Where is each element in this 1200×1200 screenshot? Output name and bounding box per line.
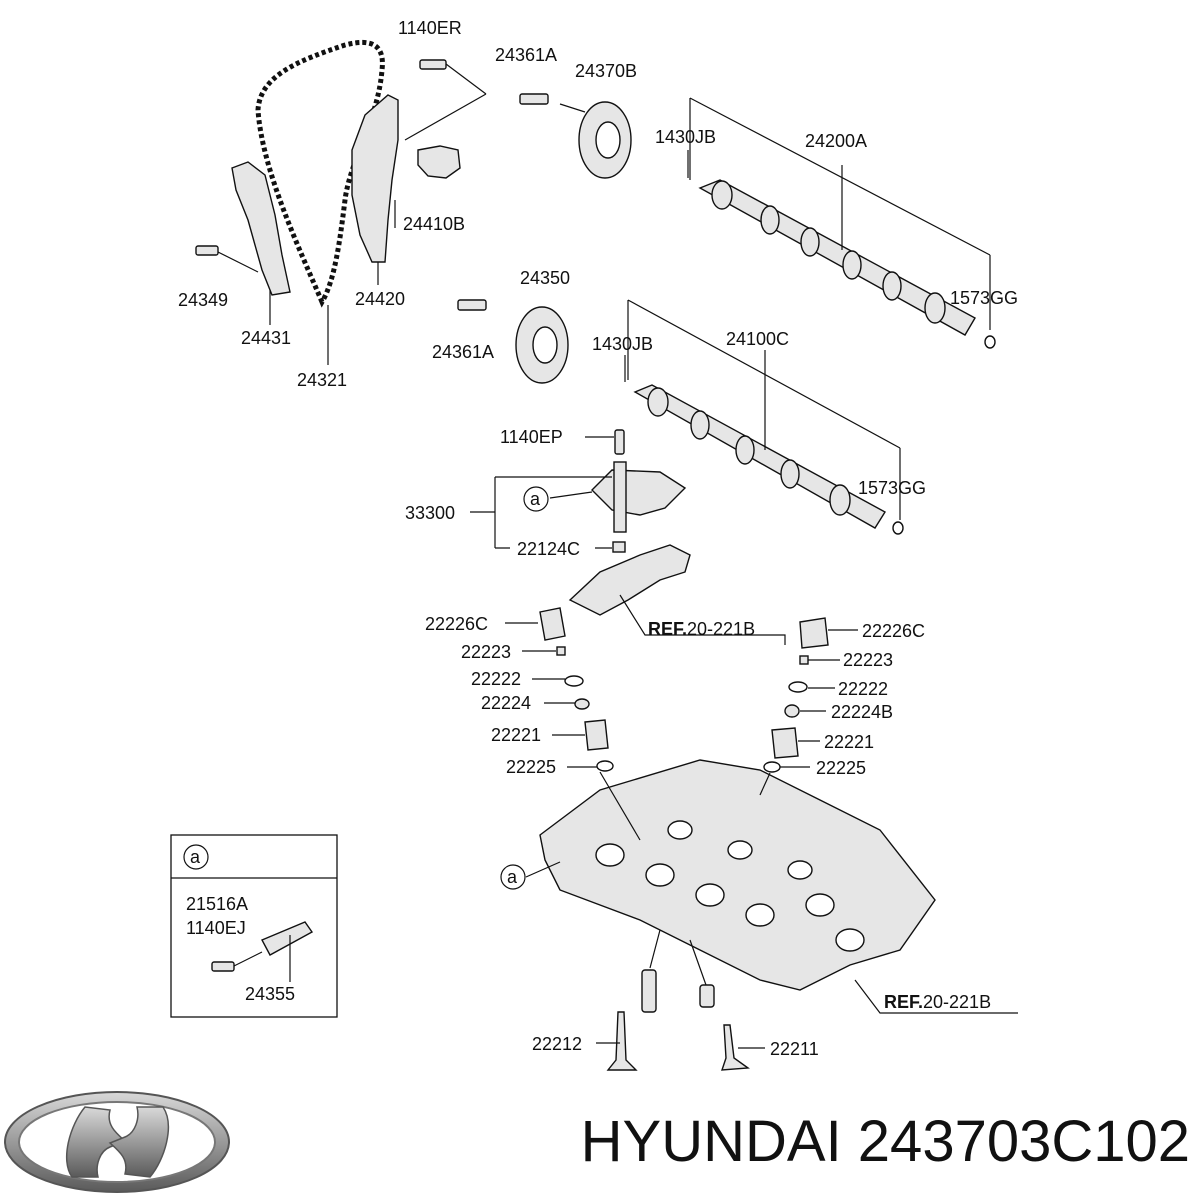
bolt-24361A-mid: [457, 299, 487, 311]
ref-bold-1: REF.: [648, 619, 687, 639]
marker-a-bracket: [523, 486, 549, 512]
label-22222-left: 22222: [471, 669, 521, 689]
label-24349: 24349: [178, 290, 228, 310]
valve-22211: [721, 1024, 750, 1071]
label-22225-left: 22225: [506, 757, 556, 777]
timing-chain-assembly: [195, 39, 487, 365]
label-22224: 22224: [481, 693, 531, 713]
label-24420: 24420: [355, 289, 405, 309]
label-1430JB-mid: 1430JB: [592, 334, 653, 354]
label-22226C-left: 22226C: [425, 614, 488, 634]
label-22124C: 22124C: [517, 539, 580, 559]
label-24410B: 24410B: [403, 214, 465, 234]
hyundai-logo: [4, 1091, 230, 1193]
chain-guide-24420: [351, 94, 399, 263]
spring-22221-right: [771, 727, 799, 759]
valves: [596, 929, 765, 1071]
part-labels: 1140ER 24361A 24370B 1430JB 24200A 24410…: [178, 18, 1018, 1059]
inset-a: a 21516A 1140EJ 24355: [170, 834, 338, 1018]
label-22221-left: 22221: [491, 725, 541, 745]
label-24350: 24350: [520, 268, 570, 288]
bolt-24349: [195, 245, 219, 256]
label-24361A-top: 24361A: [495, 45, 557, 65]
label-22223-left: 22223: [461, 642, 511, 662]
label-1140EP: 1140EP: [500, 427, 563, 447]
cylinder-head: [500, 759, 1018, 1014]
timing-chain: [255, 39, 385, 308]
intake-camshaft-assembly: [457, 299, 904, 535]
label-33300: 33300: [405, 503, 455, 523]
label-ref-1: REF.20-221B: [648, 619, 755, 639]
inset-marker: a: [190, 847, 201, 867]
ref-rest-1: 20-221B: [687, 619, 755, 639]
label-22223-right: 22223: [843, 650, 893, 670]
cam-bracket-assembly: [470, 429, 786, 645]
ref-rest-2: 20-221B: [923, 992, 991, 1012]
label-24431: 24431: [241, 328, 291, 348]
chain-tensioner-arm-24431: [231, 161, 291, 296]
label-marker-a-head: a: [507, 867, 518, 887]
spring-22221-left: [584, 719, 609, 751]
label-ref-2: REF.20-221B: [884, 992, 991, 1012]
label-22225-right: 22225: [816, 758, 866, 778]
inset-label-24355: 24355: [245, 984, 295, 1004]
ref-bold-2: REF.: [884, 992, 923, 1012]
inset-marker-circle: [183, 844, 209, 870]
bolt-1140ER: [419, 59, 447, 70]
label-22224B: 22224B: [831, 702, 893, 722]
seal-1573GG-mid: [892, 521, 904, 535]
label-24321: 24321: [297, 370, 347, 390]
valve-train-left: [505, 607, 614, 772]
valve-22212: [606, 1011, 638, 1071]
inset-label-21516A: 21516A: [186, 894, 248, 914]
label-1573GG-mid: 1573GG: [858, 478, 926, 498]
cam-carrier: [568, 544, 691, 616]
bolt-24361A-top: [519, 93, 549, 105]
bolt-1140EP: [614, 429, 625, 455]
inset-label-1140EJ: 1140EJ: [186, 918, 246, 938]
label-24100C: 24100C: [726, 329, 789, 349]
label-1430JB-top: 1430JB: [655, 127, 716, 147]
cylinder-head-block: [539, 759, 936, 991]
label-24361A-mid: 24361A: [432, 342, 494, 362]
tappet-22226C-right: [799, 617, 829, 649]
label-24370B: 24370B: [575, 61, 637, 81]
part-number-caption: HYUNDAI 243703C102: [580, 1109, 1190, 1174]
label-1573GG-top: 1573GG: [950, 288, 1018, 308]
plug-22124C: [612, 541, 626, 553]
valve-train-right: [763, 617, 858, 773]
label-1140ER: 1140ER: [398, 18, 462, 38]
label-24200A: 24200A: [805, 131, 867, 151]
bolt-1140EJ: [211, 961, 235, 972]
label-22212: 22212: [532, 1034, 582, 1054]
tensioner-24410B: [417, 145, 461, 179]
label-22222-right: 22222: [838, 679, 888, 699]
label-22211: 22211: [770, 1039, 819, 1059]
exhaust-camshaft-assembly: [519, 93, 996, 349]
marker-a-head: [500, 864, 526, 890]
label-marker-a-bracket: a: [530, 489, 541, 509]
label-22226C-right: 22226C: [862, 621, 925, 641]
solenoid-valve-21516A: [261, 921, 314, 956]
seal-1573GG-top: [984, 335, 996, 349]
label-22221-right: 22221: [824, 732, 874, 752]
tappet-22226C-left: [539, 607, 566, 641]
